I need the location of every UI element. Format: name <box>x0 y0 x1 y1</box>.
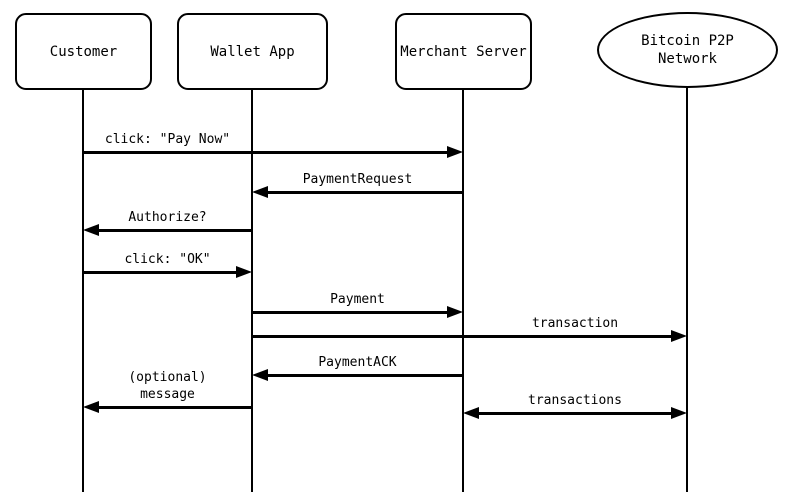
message-label: click: "OK" <box>124 252 211 267</box>
arrowhead-left <box>252 369 268 381</box>
arrowhead-right <box>447 146 463 158</box>
message-line <box>97 406 252 409</box>
message-label: PaymentRequest <box>302 172 413 187</box>
arrowhead-left <box>83 401 99 413</box>
message-label: Authorize? <box>128 210 207 225</box>
message-line <box>252 335 673 338</box>
message-line <box>97 229 252 232</box>
arrowhead-right <box>236 266 252 278</box>
message-line <box>477 412 673 415</box>
arrowhead-left <box>83 224 99 236</box>
participant-box-merchant-server: Merchant Server <box>395 13 532 90</box>
message-label: (optional) message <box>128 370 207 402</box>
message-line <box>266 374 463 377</box>
participant-label-customer: Customer <box>49 43 118 60</box>
message-line <box>266 191 463 194</box>
lifeline-customer <box>82 90 84 492</box>
arrowhead-right <box>447 306 463 318</box>
lifeline-wallet-app <box>251 90 253 492</box>
message-line <box>83 151 449 154</box>
arrowhead-right <box>671 407 687 419</box>
message-line <box>252 311 449 314</box>
lifeline-merchant-server <box>462 90 464 492</box>
participant-box-wallet-app: Wallet App <box>177 13 328 90</box>
arrowhead-left <box>463 407 479 419</box>
message-label: Payment <box>330 292 385 307</box>
participant-label-merchant-server: Merchant Server <box>400 43 527 60</box>
participant-box-customer: Customer <box>15 13 152 90</box>
message-line <box>83 271 238 274</box>
participant-ellipse-bitcoin-network: Bitcoin P2P Network <box>597 12 778 88</box>
message-label: PaymentACK <box>318 355 397 370</box>
arrowhead-right <box>671 330 687 342</box>
message-label: transaction <box>531 316 619 331</box>
message-label: transactions <box>528 393 622 408</box>
arrowhead-left <box>252 186 268 198</box>
participant-label-wallet-app: Wallet App <box>210 43 295 60</box>
lifeline-bitcoin-network <box>686 88 688 492</box>
message-label: click: "Pay Now" <box>104 132 231 147</box>
participant-label-bitcoin-network: Bitcoin P2P Network <box>641 33 734 67</box>
